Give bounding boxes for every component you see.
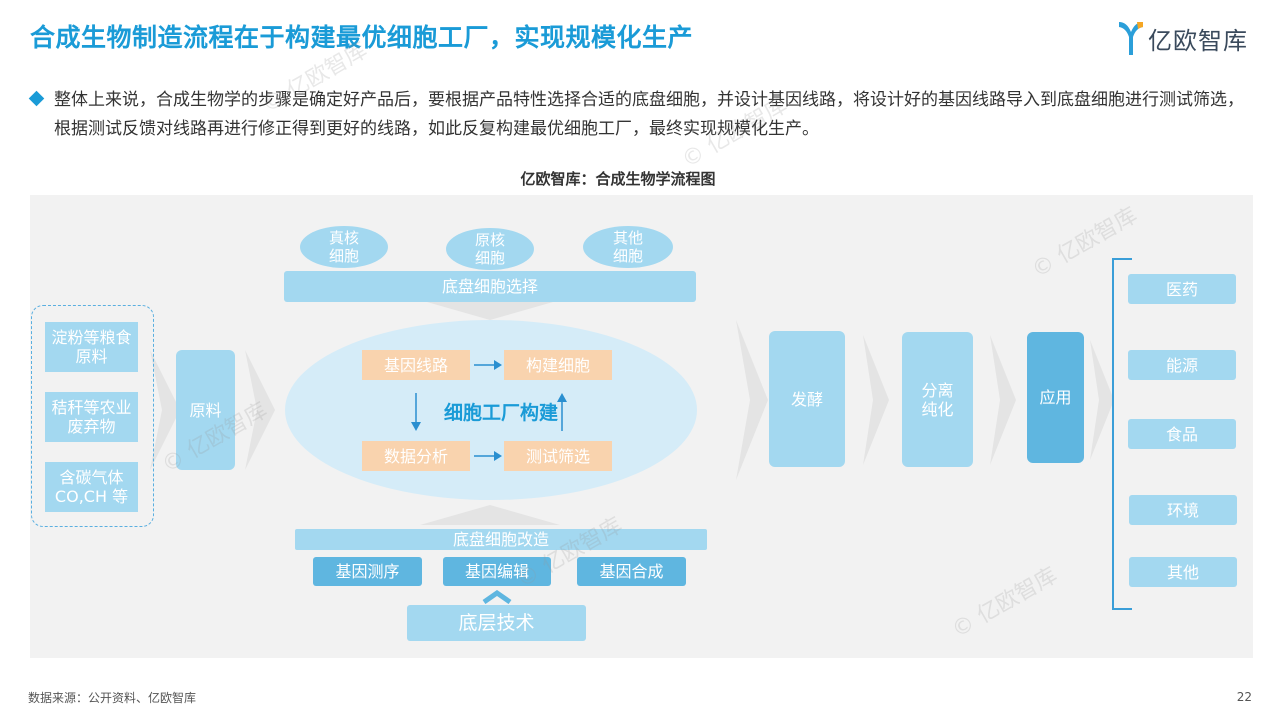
page-title: 合成生物制造流程在于构建最优细胞工厂，实现规模化生产 — [30, 23, 694, 52]
arrow-right-icon — [474, 360, 502, 370]
up-chevron-icon — [420, 505, 560, 525]
raw-source-group — [31, 305, 154, 527]
application-item-medicine: 医药 — [1128, 274, 1236, 304]
page-number: 22 — [1236, 690, 1252, 704]
base-tech-node: 底层技术 — [407, 605, 586, 641]
flow-chevron-icon — [150, 350, 180, 470]
logo-mark-icon — [1119, 22, 1143, 55]
chassis-selection-bar: 底盘细胞选择 — [284, 271, 696, 302]
separation-node: 分离纯化 — [902, 332, 973, 467]
cell-factory-label: 细胞工厂构建 — [443, 402, 558, 424]
raw-material-node: 原料 — [176, 350, 235, 470]
arrow-up-icon — [557, 393, 567, 431]
cell-type-eukaryotic: 真核细胞 — [300, 226, 388, 268]
cell-type-prokaryotic: 原核细胞 — [446, 228, 534, 270]
source-carbon-gas: 含碳气体CO,CH 等 — [45, 462, 138, 512]
chevron-up-icon — [482, 590, 512, 604]
test-screen-node: 测试筛选 — [504, 441, 612, 471]
fermentation-node: 发酵 — [769, 331, 845, 467]
arrow-down-icon — [411, 393, 421, 431]
data-analysis-node: 数据分析 — [362, 441, 470, 471]
build-cell-node: 构建细胞 — [504, 350, 612, 380]
application-node: 应用 — [1027, 332, 1084, 463]
application-item-environment: 环境 — [1129, 495, 1237, 525]
technique-editing: 基因编辑 — [443, 557, 551, 586]
chassis-modification-bar: 底盘细胞改造 — [295, 529, 707, 550]
flow-chevron-icon — [863, 335, 889, 465]
down-chevron-icon — [420, 300, 560, 320]
applications-bracket — [1112, 258, 1132, 610]
flow-chevron-icon — [1090, 340, 1114, 460]
source-straw: 秸秆等农业废弃物 — [45, 392, 138, 442]
application-item-other: 其他 — [1129, 557, 1237, 587]
application-item-food: 食品 — [1128, 419, 1236, 449]
gene-circuit-node: 基因线路 — [362, 350, 470, 380]
cell-type-other: 其他细胞 — [583, 226, 673, 268]
flow-chevron-icon — [990, 335, 1016, 465]
source-grain: 淀粉等粮食原料 — [45, 322, 138, 372]
summary-text: 整体上来说，合成生物学的步骤是确定好产品后，要根据产品特性选择合适的底盘细胞，并… — [54, 90, 1244, 139]
summary-bullet: 整体上来说，合成生物学的步骤是确定好产品后，要根据产品特性选择合适的底盘细胞，并… — [28, 86, 1254, 144]
technique-sequencing: 基因测序 — [313, 557, 422, 586]
flow-chevron-icon — [736, 320, 768, 480]
footer-source: 数据来源：公开资料、亿欧智库 — [28, 691, 197, 705]
cell-factory-ellipse — [285, 320, 697, 500]
logo-text: 亿欧智库 — [1148, 26, 1248, 55]
arrow-right-icon — [474, 451, 502, 461]
flow-chevron-icon — [245, 350, 275, 470]
diagram-title: 亿欧智库：合成生物学流程图 — [520, 170, 716, 188]
application-item-energy: 能源 — [1128, 350, 1236, 380]
technique-synthesis: 基因合成 — [577, 557, 686, 586]
diamond-bullet-icon — [28, 90, 45, 107]
logo: 亿欧智库 — [1118, 18, 1248, 58]
